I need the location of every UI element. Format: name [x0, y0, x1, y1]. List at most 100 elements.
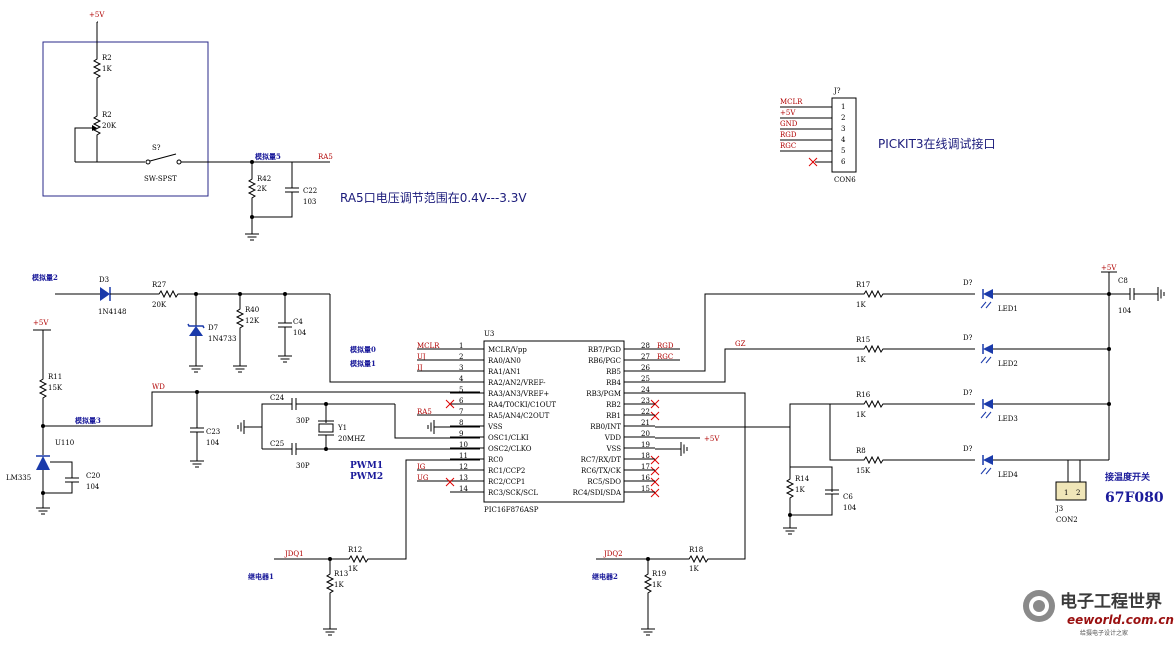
svg-text:104: 104 [1118, 307, 1132, 315]
temp-switch-connector: 1 2 J3 CON2 接温度开关 67F080 [1000, 459, 1164, 524]
svg-text:RGD: RGD [780, 131, 797, 139]
svg-text:RGC: RGC [657, 353, 673, 361]
eeworld-watermark: 电子工程世界 eeworld.com.cn 给摄电子设计之家 [1023, 590, 1174, 637]
svg-text:MCLR/Vpp: MCLR/Vpp [488, 346, 527, 354]
c22-value: 103 [303, 198, 316, 206]
svg-text:16: 16 [641, 474, 650, 482]
svg-text:R27: R27 [152, 281, 166, 289]
svg-text:模拟量1: 模拟量1 [350, 359, 376, 368]
r42-value: 2K [257, 185, 267, 193]
svg-text:RB7/PGD: RB7/PGD [588, 346, 622, 354]
r2a-value: 1K [102, 65, 112, 73]
vcc-label-top: +5V [89, 11, 105, 19]
svg-text:17: 17 [641, 463, 650, 471]
relay-1-driver: JDQ1 R12 1K R13 1K 继电器1 [248, 459, 480, 636]
svg-text:22: 22 [641, 408, 650, 416]
svg-text:6: 6 [459, 397, 464, 405]
svg-text:12K: 12K [245, 317, 260, 325]
svg-text:D?: D? [963, 279, 973, 287]
svg-text:继电器1: 继电器1 [248, 572, 274, 581]
svg-text:2: 2 [841, 114, 845, 122]
svg-text:104: 104 [843, 504, 857, 512]
svg-text:+5V: +5V [704, 435, 720, 443]
svg-text:RC3/SCK/SCL: RC3/SCK/SCL [488, 489, 538, 497]
svg-text:C4: C4 [293, 318, 303, 326]
potentiometer-block: +5V R2 1K R2 20K S? SW-SPST [42, 11, 252, 197]
svg-text:13: 13 [459, 474, 468, 482]
svg-text:1K: 1K [795, 486, 805, 494]
svg-text:30P: 30P [296, 462, 310, 470]
svg-text:OSC1/CLKI: OSC1/CLKI [488, 434, 529, 442]
pickit-connector: J? CON6 1 2 3 4 5 6 MCLR +5V GND RGD RGC… [780, 87, 996, 184]
svg-text:R40: R40 [245, 306, 259, 314]
svg-text:23: 23 [641, 397, 650, 405]
svg-text:RA3/AN3/VREF+: RA3/AN3/VREF+ [488, 390, 549, 398]
svg-text:C8: C8 [1118, 277, 1128, 285]
svg-text:26: 26 [641, 364, 650, 372]
svg-text:104: 104 [293, 329, 307, 337]
svg-text:RC5/SDO: RC5/SDO [587, 478, 621, 486]
svg-text:RC6/TX/CK: RC6/TX/CK [581, 467, 622, 475]
r42-ref: R42 [257, 175, 271, 183]
pickit-ref: J? [833, 87, 841, 95]
svg-text:C25: C25 [270, 440, 284, 448]
svg-text:RA5: RA5 [417, 408, 432, 416]
r2a-ref: R2 [102, 54, 112, 62]
switch-type: SW-SPST [144, 175, 177, 183]
svg-text:Y1: Y1 [337, 424, 347, 432]
svg-text:模拟量0: 模拟量0 [350, 345, 376, 354]
svg-text:GND: GND [780, 120, 798, 128]
svg-text:WD: WD [152, 383, 165, 391]
svg-text:UG: UG [417, 474, 429, 482]
svg-text:1K: 1K [856, 411, 866, 419]
svg-text:1K: 1K [348, 565, 358, 573]
mcu-led-wiring: GZ [655, 293, 845, 556]
net-ra5: RA5 [318, 153, 333, 161]
svg-text:12: 12 [459, 463, 468, 471]
svg-text:5: 5 [841, 147, 845, 155]
svg-text:MCLR: MCLR [417, 342, 440, 350]
in2-label: 模拟量2 [32, 273, 58, 282]
svg-text:GZ: GZ [735, 340, 746, 348]
svg-text:PWM1: PWM1 [350, 461, 383, 471]
watermark-sub: 给摄电子设计之家 [1080, 629, 1128, 637]
svg-text:D7: D7 [208, 324, 218, 332]
svg-text:RB5: RB5 [606, 368, 621, 376]
r2b-value: 20K [102, 122, 117, 130]
svg-text:D?: D? [963, 334, 973, 342]
svg-text:R17: R17 [856, 281, 870, 289]
svg-text:19: 19 [641, 441, 650, 449]
mcu-ref: U3 [484, 330, 494, 338]
svg-text:4: 4 [841, 136, 846, 144]
vss-ground [427, 419, 480, 435]
mcu-part: PIC16F876ASP [484, 506, 539, 514]
svg-text:JDQ1: JDQ1 [284, 550, 304, 558]
svg-text:15: 15 [641, 485, 650, 493]
svg-text:RB4: RB4 [606, 379, 621, 387]
svg-text:RA1/AN1: RA1/AN1 [488, 368, 521, 376]
svg-text:D?: D? [963, 389, 973, 397]
svg-text:2: 2 [459, 353, 463, 361]
svg-text:1K: 1K [856, 301, 866, 309]
c22-ref: C22 [303, 187, 317, 195]
svg-text:21: 21 [641, 419, 650, 427]
svg-text:LED2: LED2 [998, 360, 1018, 368]
svg-text:1K: 1K [689, 565, 699, 573]
svg-text:1K: 1K [334, 581, 344, 589]
analog-input-2: 模拟量2 D3 1N4148 R27 20K D7 1N4733 R40 12K… [32, 273, 480, 383]
svg-text:27: 27 [641, 353, 650, 361]
svg-text:JDQ2: JDQ2 [603, 550, 623, 558]
svg-text:LED1: LED1 [998, 305, 1018, 313]
svg-text:2: 2 [1076, 489, 1080, 497]
svg-text:5: 5 [459, 386, 463, 394]
svg-text:D3: D3 [99, 276, 109, 284]
